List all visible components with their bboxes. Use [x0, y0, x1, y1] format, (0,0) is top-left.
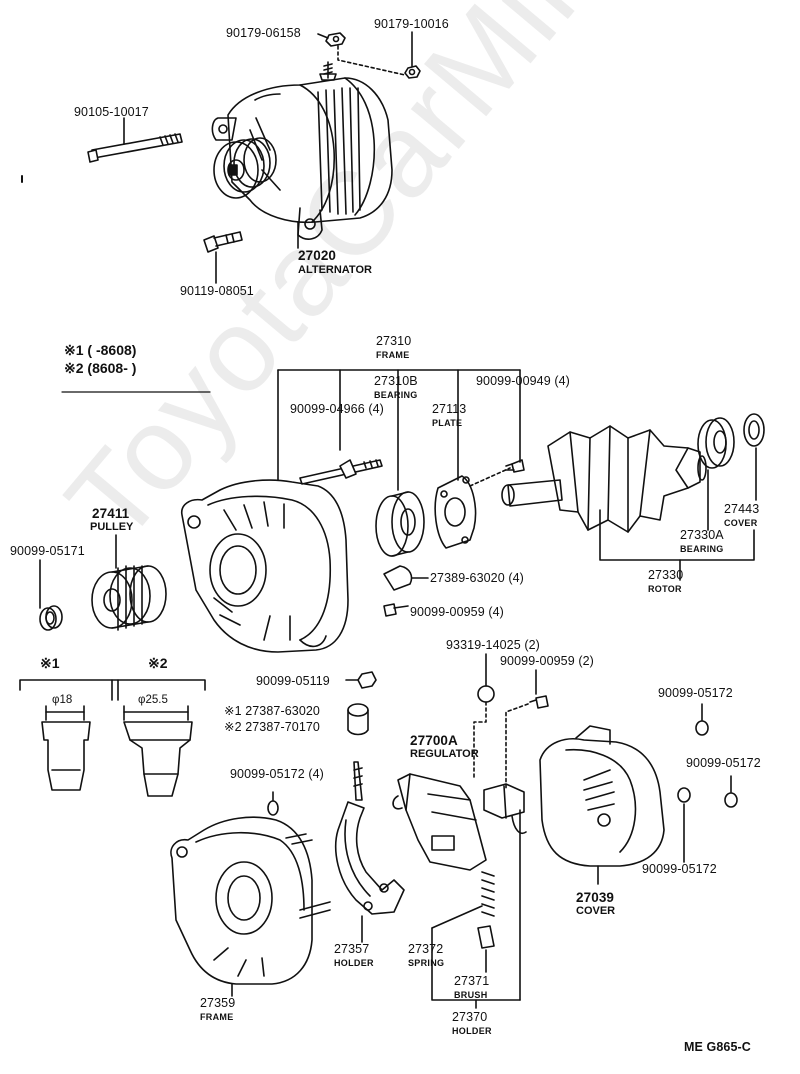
- part-27113: 27113: [432, 402, 467, 416]
- part-27372: 27372: [408, 942, 444, 956]
- part-27411: 27411: [92, 506, 130, 521]
- cover-nut-drawing-b: [724, 792, 738, 808]
- legend-col-1-mark: ※1: [40, 655, 60, 671]
- part-27020: 27020: [298, 248, 337, 263]
- through-bolt-drawing: [299, 459, 383, 485]
- part-27113-name: PLATE: [432, 418, 463, 428]
- part-27387-70170: ※2 27387-70170: [224, 720, 320, 734]
- part-27330-name: ROTOR: [648, 584, 682, 594]
- front-frame-drawing: [180, 479, 349, 653]
- pulley-drawing: [91, 565, 167, 631]
- legend-col-2-mark: ※2: [148, 655, 168, 671]
- legend-row-1: ※1 ( -8608): [64, 342, 137, 358]
- part-90179-10016: 90179-10016: [374, 17, 449, 31]
- part-90179-06158: 90179-06158: [226, 26, 301, 40]
- legend-diameter-1: φ18: [52, 694, 73, 706]
- part-90099-00959-2: 90099-00959 (2): [500, 654, 594, 668]
- nut-drawing-10016: [404, 65, 421, 79]
- retainer-plate-drawing: [434, 475, 477, 549]
- part-90099-05119: 90099-05119: [256, 674, 330, 688]
- plate-screw-drawing: [505, 459, 525, 473]
- terminal-insulator-drawing: [347, 703, 369, 736]
- regulator-screw-drawing: [529, 695, 549, 709]
- frame-screw-drawing: [383, 603, 409, 617]
- part-90099-05171: 90099-05171: [10, 544, 85, 558]
- rear-cover-drawing: [539, 725, 665, 867]
- part-27371: 27371: [454, 974, 490, 988]
- part-27039: 27039: [576, 890, 615, 905]
- front-bearing-drawing: [375, 491, 425, 557]
- part-27443-name: COVER: [724, 518, 758, 528]
- legend-size-boxes: [19, 679, 206, 797]
- terminal-nut-drawing: [357, 671, 377, 689]
- spring-drawing: [481, 871, 495, 917]
- part-27310B: 27310B: [374, 374, 418, 388]
- part-27357-name: HOLDER: [334, 958, 374, 968]
- pulley-nut-drawing: [39, 605, 63, 631]
- part-27370-name: HOLDER: [452, 1026, 492, 1036]
- part-27310: 27310: [376, 334, 412, 348]
- bearing-cover-drawing: [743, 413, 765, 447]
- part-27330: 27330: [648, 568, 684, 582]
- part-27039-name: COVER: [576, 905, 616, 917]
- rear-bearing-drawing: [697, 417, 735, 469]
- rear-frame-drawing: [170, 816, 331, 985]
- part-90099-05172-a: 90099-05172: [658, 686, 733, 700]
- part-27411-name: PULLEY: [90, 521, 134, 533]
- part-27700A-name: REGULATOR: [410, 748, 479, 760]
- part-27020-name: ALTERNATOR: [298, 264, 372, 276]
- alternator-assembly-drawing: [211, 61, 393, 240]
- part-27389-63020: 27389-63020 (4): [430, 571, 524, 585]
- part-27310B-name: BEARING: [374, 390, 418, 400]
- part-90099-05172-b: 90099-05172: [686, 756, 761, 770]
- part-27371-name: BRUSH: [454, 990, 488, 1000]
- nut-drawing-06158: [325, 32, 346, 47]
- part-90099-05172-4: 90099-05172 (4): [230, 767, 324, 781]
- cover-nut-drawing-a: [695, 720, 709, 736]
- part-90099-04966: 90099-04966 (4): [290, 402, 384, 416]
- regulator-drawing: [392, 773, 487, 871]
- part-27330A: 27330A: [680, 528, 724, 542]
- part-90099-05172-c: 90099-05172: [642, 862, 717, 876]
- part-90099-00949: 90099-00949 (4): [476, 374, 570, 388]
- small-bolt-drawing: [203, 231, 243, 253]
- part-27357: 27357: [334, 942, 370, 956]
- grommet-drawing: [477, 685, 495, 703]
- long-bolt-drawing: [87, 133, 183, 163]
- part-27443: 27443: [724, 502, 760, 516]
- part-27700A: 27700A: [410, 733, 458, 748]
- part-90105-10017: 90105-10017: [74, 105, 149, 119]
- part-27370: 27370: [452, 1010, 488, 1024]
- brush-drawing: [477, 925, 495, 949]
- insulator-drawing: [383, 565, 413, 591]
- part-27387-63020: ※1 27387-63020: [224, 704, 320, 718]
- part-90099-00959-4: 90099-00959 (4): [410, 605, 504, 619]
- diagram-code: ME G865-C: [684, 1040, 751, 1054]
- part-27372-name: SPRING: [408, 958, 445, 968]
- part-27310-name: FRAME: [376, 350, 410, 360]
- legend-row-2: ※2 (8608- ): [64, 360, 137, 376]
- brush-holder-drawing: [483, 783, 527, 1001]
- rotor-drawing: [501, 425, 707, 533]
- holder-nut-drawing: [267, 800, 279, 816]
- part-27359: 27359: [200, 996, 236, 1010]
- rectifier-holder-drawing: [334, 761, 405, 915]
- part-27359-name: FRAME: [200, 1012, 234, 1022]
- part-93319-14025: 93319-14025 (2): [446, 638, 540, 652]
- part-90119-08051: 90119-08051: [180, 284, 254, 298]
- part-27330A-name: BEARING: [680, 544, 724, 554]
- cover-nut-drawing-c: [677, 787, 691, 803]
- legend-diameter-2: φ25.5: [138, 694, 168, 706]
